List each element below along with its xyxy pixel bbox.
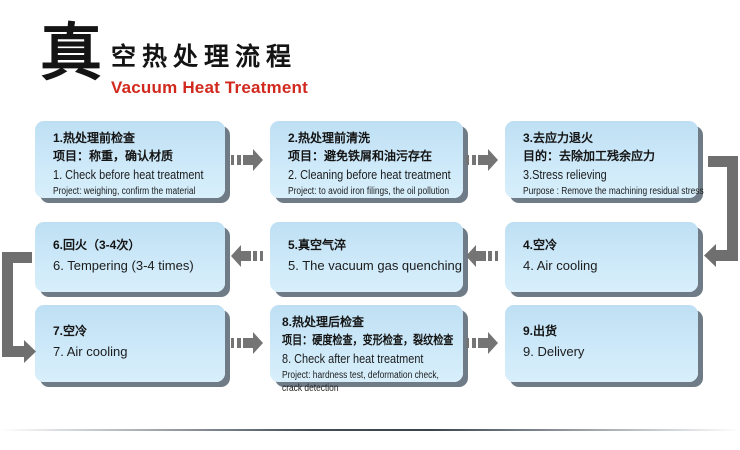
step-9-box: 9.出货 9. Delivery: [505, 305, 698, 382]
flow-arrow-step5-to-step6: [231, 243, 263, 269]
step-2-detail-en: Project: to avoid iron filings, the oil …: [288, 186, 450, 197]
step-4-box: 4.空冷 4. Air cooling: [505, 222, 698, 292]
step-3-title-zh: 3.去应力退火: [523, 131, 594, 145]
step-3-title-en: 3.Stress relieving: [523, 167, 607, 182]
striped-right-arrow-icon: [466, 332, 498, 354]
title-zh: 空热处理流程: [111, 43, 298, 71]
step-6-box: 6.回火（3-4次） 6. Tempering (3-4 times): [35, 222, 225, 292]
step-4-title-zh: 4.空冷: [523, 237, 558, 252]
step-9-title-en: 9. Delivery: [523, 344, 585, 359]
striped-right-arrow-icon: [466, 149, 498, 171]
striped-left-arrow-icon: [466, 245, 498, 267]
step-6-title-zh: 6.回火（3-4次）: [53, 237, 141, 252]
step-9-title-zh: 9.出货: [523, 324, 558, 338]
step-1-box: 1.热处理前检查 项目：称重，确认材质 1. Check before heat…: [35, 121, 225, 198]
striped-right-arrow-icon: [231, 149, 263, 171]
step-2-title-zh: 2.热处理前清洗: [288, 131, 371, 145]
striped-left-arrow-icon: [231, 245, 263, 267]
step-1-title-zh: 1.热处理前检查: [53, 131, 136, 145]
page-header: 真 空热处理流程 Vacuum Heat Treatment: [40, 19, 308, 98]
step-8-detail-zh: 项目：硬度检查，变形检查，裂纹检查: [282, 333, 454, 347]
step-3-detail-zh: 目的：去除加工残余应力: [523, 149, 656, 163]
bent-arrow-down-left-icon: [704, 156, 738, 267]
title-en: Vacuum Heat Treatment: [111, 78, 308, 97]
step-8-box: 8.热处理后检查 项目：硬度检查，变形检查，裂纹检查 8. Check afte…: [270, 305, 463, 394]
flow-arrow-step7-to-step8: [231, 330, 263, 356]
step-3-detail-en: Purpose : Remove the machining residual …: [523, 186, 704, 197]
step-7-box: 7.空冷 7. Air cooling: [35, 305, 225, 382]
elbow-arrow-step6-to-step7: [2, 249, 36, 367]
step-7-title-zh: 7.空冷: [53, 324, 88, 338]
striped-right-arrow-icon: [231, 332, 263, 354]
step-7-title-en: 7. Air cooling: [53, 344, 128, 359]
step-2-detail-zh: 项目：避免铁屑和油污存在: [288, 149, 433, 163]
step-1-detail-zh: 项目：称重，确认材质: [53, 149, 174, 163]
step-5-title-en: 5. The vacuum gas quenching: [288, 257, 462, 273]
bent-arrow-down-right-icon: [2, 252, 36, 363]
step-2-box: 2.热处理前清洗 项目：避免铁屑和油污存在 2. Cleaning before…: [270, 121, 463, 198]
step-2-title-en: 2. Cleaning before heat treatment: [288, 167, 451, 182]
step-5-box: 5.真空气淬 5. The vacuum gas quenching: [270, 222, 463, 292]
step-1-detail-en: Project: weighing, confirm the material: [53, 186, 196, 197]
step-5-title-zh: 5.真空气淬: [288, 237, 347, 252]
flow-arrow-step2-to-step3: [466, 147, 498, 173]
step-8-title-en: 8. Check after heat treatment: [282, 351, 424, 366]
flow-arrow-step4-to-step5: [466, 243, 498, 269]
step-8-title-zh: 8.热处理后检查: [282, 315, 365, 329]
title-column: 空热处理流程 Vacuum Heat Treatment: [111, 24, 308, 98]
step-4-title-en: 4. Air cooling: [523, 257, 598, 273]
step-6-title-en: 6. Tempering (3-4 times): [53, 257, 194, 273]
bottom-divider: [0, 429, 740, 431]
title-zh-lead-char: 真: [40, 19, 103, 88]
elbow-arrow-step3-to-step4: [704, 153, 738, 271]
flow-arrow-step8-to-step9: [466, 330, 498, 356]
step-8-detail-en: Project: hardness test, deformation chec…: [282, 370, 439, 394]
step-1-title-en: 1. Check before heat treatment: [53, 167, 204, 182]
flow-arrow-step1-to-step2: [231, 147, 263, 173]
step-3-box: 3.去应力退火 目的：去除加工残余应力 3.Stress relieving P…: [505, 121, 704, 198]
